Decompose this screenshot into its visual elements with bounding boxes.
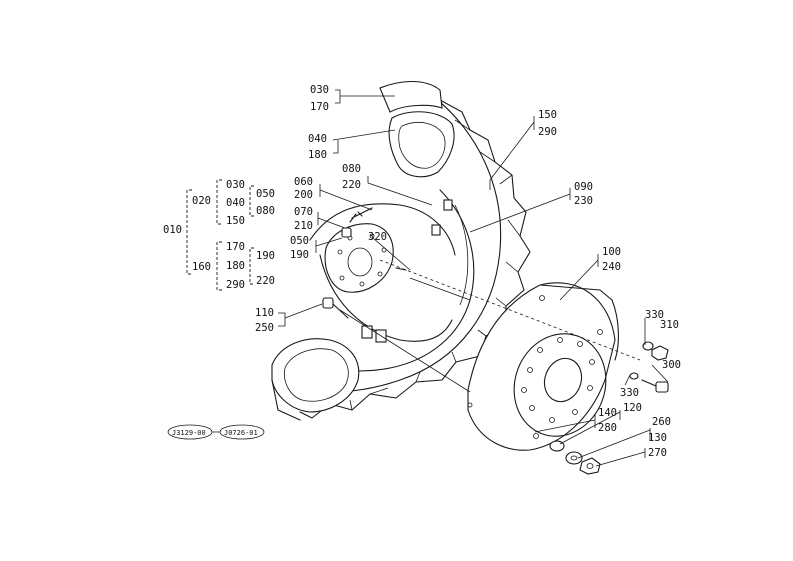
label-330-bottom: 330 bbox=[620, 387, 639, 399]
label-070: 070 bbox=[294, 206, 313, 218]
label-170: 170 bbox=[310, 101, 329, 113]
tree-220: 220 bbox=[256, 275, 275, 287]
label-280: 280 bbox=[598, 422, 617, 434]
ref-right: J0726-01 bbox=[224, 429, 258, 437]
tree-150: 150 bbox=[226, 215, 245, 227]
tree-160: 160 bbox=[192, 261, 211, 273]
tree-170: 170 bbox=[226, 241, 245, 253]
label-120: 120 bbox=[623, 402, 642, 414]
label-200: 200 bbox=[294, 189, 313, 201]
label-290: 290 bbox=[538, 126, 557, 138]
label-080: 080 bbox=[342, 163, 361, 175]
inner-tube-bottom bbox=[271, 338, 360, 421]
label-030: 030 bbox=[310, 84, 329, 96]
tree-290: 290 bbox=[226, 279, 245, 291]
label-150: 150 bbox=[538, 109, 557, 121]
label-330-top: 330 bbox=[645, 309, 664, 321]
label-240: 240 bbox=[602, 261, 621, 273]
label-260: 260 bbox=[652, 416, 671, 428]
label-050: 050 bbox=[290, 235, 309, 247]
assembly-tree: 010 020 030 040 150 050 080 160 170 180 … bbox=[163, 179, 275, 291]
ref-left: J3129-00 bbox=[172, 429, 206, 437]
tree-040: 040 bbox=[226, 197, 245, 209]
label-180: 180 bbox=[308, 149, 327, 161]
label-040: 040 bbox=[308, 133, 327, 145]
tree-020: 020 bbox=[192, 195, 211, 207]
label-100: 100 bbox=[602, 246, 621, 258]
label-130: 130 bbox=[648, 432, 667, 444]
tree-180: 180 bbox=[226, 260, 245, 272]
leader-lines bbox=[278, 89, 669, 467]
label-210: 210 bbox=[294, 220, 313, 232]
tree-080: 080 bbox=[256, 205, 275, 217]
label-220: 220 bbox=[342, 179, 361, 191]
label-270: 270 bbox=[648, 447, 667, 459]
inner-tube-top bbox=[379, 81, 455, 178]
label-230: 230 bbox=[574, 195, 593, 207]
label-140: 140 bbox=[598, 407, 617, 419]
label-300: 300 bbox=[662, 359, 681, 371]
tree-010: 010 bbox=[163, 224, 182, 236]
label-320: 320 bbox=[368, 231, 387, 243]
label-110: 110 bbox=[255, 307, 274, 319]
tire-outline bbox=[289, 89, 531, 419]
label-060: 060 bbox=[294, 176, 313, 188]
disc-wheel bbox=[339, 259, 641, 451]
label-250: 250 bbox=[255, 322, 274, 334]
hub-plate bbox=[324, 207, 407, 293]
label-190: 190 bbox=[290, 249, 309, 261]
tree-050: 050 bbox=[256, 188, 275, 200]
bolt-110 bbox=[322, 297, 349, 319]
tree-190: 190 bbox=[256, 250, 275, 262]
label-310: 310 bbox=[660, 319, 679, 331]
ref-oval-right bbox=[219, 424, 265, 440]
reference-ovals: J3129-00 J0726-01 bbox=[167, 424, 265, 440]
label-090: 090 bbox=[574, 181, 593, 193]
hardware bbox=[549, 341, 669, 475]
tree-030: 030 bbox=[226, 179, 245, 191]
callout-labels: 030 170 040 180 080 220 060 200 070 210 … bbox=[255, 84, 681, 459]
